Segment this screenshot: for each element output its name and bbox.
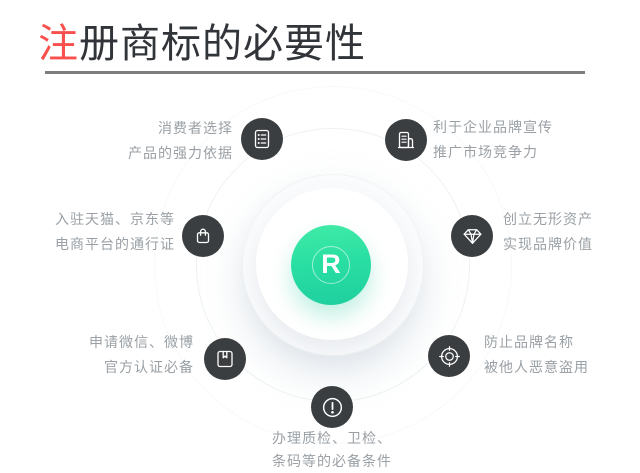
page-title: 注册商标的必要性	[38, 22, 366, 66]
bookmark-icon	[213, 347, 237, 371]
shopping-bag-icon	[191, 224, 215, 248]
label-prevent-theft: 防止品牌名称 被他人恶意盗用	[484, 334, 589, 375]
label-brand-promotion: 利于企业品牌宣传 推广市场竞争力	[433, 119, 553, 160]
node-intangible-assets	[451, 215, 493, 257]
label-intangible-assets: 创立无形资产 实现品牌价值	[503, 211, 593, 252]
outer-faint-ring	[154, 86, 512, 444]
title-underline	[45, 71, 585, 74]
label-consumer-choice: 消费者选择 产品的强力依据	[128, 120, 233, 161]
node-prevent-theft	[428, 335, 470, 377]
target-icon	[437, 344, 462, 369]
label-official-verification: 申请微信、微博 官方认证必备	[89, 334, 194, 375]
trademark-center-badge: R	[291, 225, 371, 305]
building-icon	[394, 128, 418, 152]
label-ecommerce-pass: 入驻天猫、京东等 电商平台的通行证	[55, 211, 175, 252]
list-icon	[250, 127, 274, 151]
title-rest: 册商标的必要性	[79, 22, 366, 66]
label-inspection-requirement: 办理质检、卫检、 条码等的必备条件	[272, 430, 392, 469]
title-highlight: 注	[38, 22, 79, 66]
node-ecommerce-pass	[182, 215, 224, 257]
node-official-verification	[204, 338, 246, 380]
node-consumer-choice	[241, 118, 283, 160]
exclamation-icon	[320, 395, 345, 420]
registered-mark-letter: R	[321, 248, 341, 279]
diamond-icon	[460, 224, 485, 249]
node-inspection-requirement	[311, 386, 353, 428]
registered-mark-ring: R	[312, 246, 350, 284]
node-brand-promotion	[385, 119, 427, 161]
